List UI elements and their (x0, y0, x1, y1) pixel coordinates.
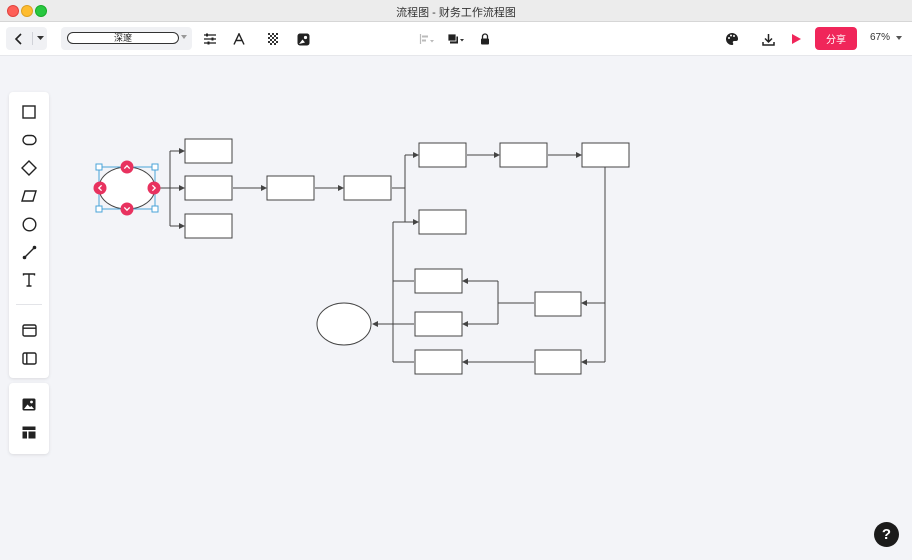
image-fill-icon (297, 33, 309, 45)
nav-dropdown-button[interactable] (33, 27, 47, 50)
quick-add-left-button[interactable] (93, 181, 107, 195)
chevron-right-icon (151, 184, 157, 192)
nav-group (6, 27, 47, 50)
process-box[interactable] (184, 175, 233, 201)
flowchart-shapes[interactable] (98, 138, 630, 375)
chevron-down-icon (123, 206, 131, 212)
quick-add-up-button[interactable] (120, 160, 134, 174)
process-box[interactable] (418, 142, 467, 168)
help-button[interactable]: ? (874, 522, 899, 547)
circle-icon (21, 216, 37, 232)
arrange-button[interactable] (446, 29, 466, 49)
text-tool[interactable] (19, 270, 39, 290)
image-icon (22, 398, 36, 410)
template-tool[interactable] (19, 422, 39, 442)
sliders-icon (204, 33, 216, 45)
play-icon (791, 34, 801, 44)
window-close-button[interactable] (7, 5, 19, 17)
download-icon (761, 33, 775, 46)
zoom-level[interactable]: 67% (870, 32, 891, 43)
opacity-button[interactable] (263, 29, 283, 49)
circle-tool[interactable] (19, 214, 39, 234)
top-toolbar: 深邃 (0, 22, 912, 56)
process-box[interactable] (414, 268, 463, 294)
process-box[interactable] (414, 349, 463, 375)
resize-handle[interactable] (151, 163, 159, 171)
process-box[interactable] (184, 213, 233, 239)
download-button[interactable] (758, 29, 778, 49)
text-t-icon (22, 273, 36, 287)
process-box[interactable] (499, 142, 548, 168)
container-tool[interactable] (19, 320, 39, 340)
align-button (417, 29, 437, 49)
connector-lines (156, 148, 606, 365)
palette-icon (726, 33, 738, 45)
title-bar: 流程图 - 财务工作流程图 (0, 0, 912, 22)
parallelogram-icon (21, 190, 37, 202)
window-frame-icon (21, 323, 37, 337)
theme-style-value: 深邃 (67, 32, 179, 44)
media-tools-panel (9, 383, 49, 454)
window-title: 流程图 - 财务工作流程图 (396, 7, 516, 19)
swimlane-tool[interactable] (19, 348, 39, 368)
parallelogram-tool[interactable] (19, 186, 39, 206)
shape-tools-panel (9, 92, 49, 378)
layout-template-icon (22, 426, 36, 438)
lock-icon (481, 33, 489, 45)
align-left-icon (419, 34, 434, 44)
selection-overlay[interactable] (93, 160, 161, 216)
text-style-button[interactable] (229, 29, 249, 49)
image-fill-button[interactable] (293, 29, 313, 49)
checkerboard-icon (268, 33, 278, 45)
lock-button[interactable] (475, 29, 495, 49)
resize-handle[interactable] (95, 205, 103, 213)
process-box[interactable] (534, 349, 582, 375)
window-minimize-button[interactable] (21, 5, 33, 17)
process-box[interactable] (418, 209, 467, 235)
share-button[interactable]: 分享 (815, 27, 857, 50)
theme-style-select[interactable]: 深邃 (61, 27, 192, 50)
layers-icon (447, 33, 464, 44)
caret-down-icon (36, 36, 44, 40)
present-button[interactable] (786, 29, 806, 49)
resize-handle[interactable] (151, 205, 159, 213)
caret-down-icon[interactable] (896, 36, 902, 40)
line-icon (22, 245, 36, 259)
chevron-up-icon (123, 164, 131, 170)
image-tool[interactable] (19, 394, 39, 414)
process-box[interactable] (266, 175, 315, 201)
diamond-tool[interactable] (19, 158, 39, 178)
theme-palette-button[interactable] (722, 29, 742, 49)
process-box[interactable] (414, 311, 463, 337)
chevron-left-icon (97, 184, 103, 192)
window-maximize-button[interactable] (35, 5, 47, 17)
back-button[interactable] (6, 27, 32, 50)
style-settings-button[interactable] (200, 29, 220, 49)
rounded-rectangle-icon (21, 134, 37, 146)
process-box[interactable] (581, 142, 630, 168)
chevron-left-icon (14, 32, 22, 45)
resize-handle[interactable] (95, 163, 103, 171)
font-a-icon (233, 33, 245, 45)
quick-add-down-button[interactable] (120, 202, 134, 216)
process-box[interactable] (534, 291, 582, 317)
rectangle-icon (22, 105, 36, 119)
nav-divider (32, 32, 33, 45)
panel-divider (16, 304, 42, 305)
rectangle-tool[interactable] (19, 102, 39, 122)
end-ellipse[interactable] (316, 302, 372, 346)
sidebar-frame-icon (21, 351, 37, 365)
caret-down-icon (181, 35, 187, 39)
diamond-icon (21, 160, 37, 176)
process-box[interactable] (343, 175, 392, 201)
process-box[interactable] (184, 138, 233, 164)
rounded-rectangle-tool[interactable] (19, 130, 39, 150)
quick-add-right-button[interactable] (147, 181, 161, 195)
connector-line-tool[interactable] (19, 242, 39, 262)
